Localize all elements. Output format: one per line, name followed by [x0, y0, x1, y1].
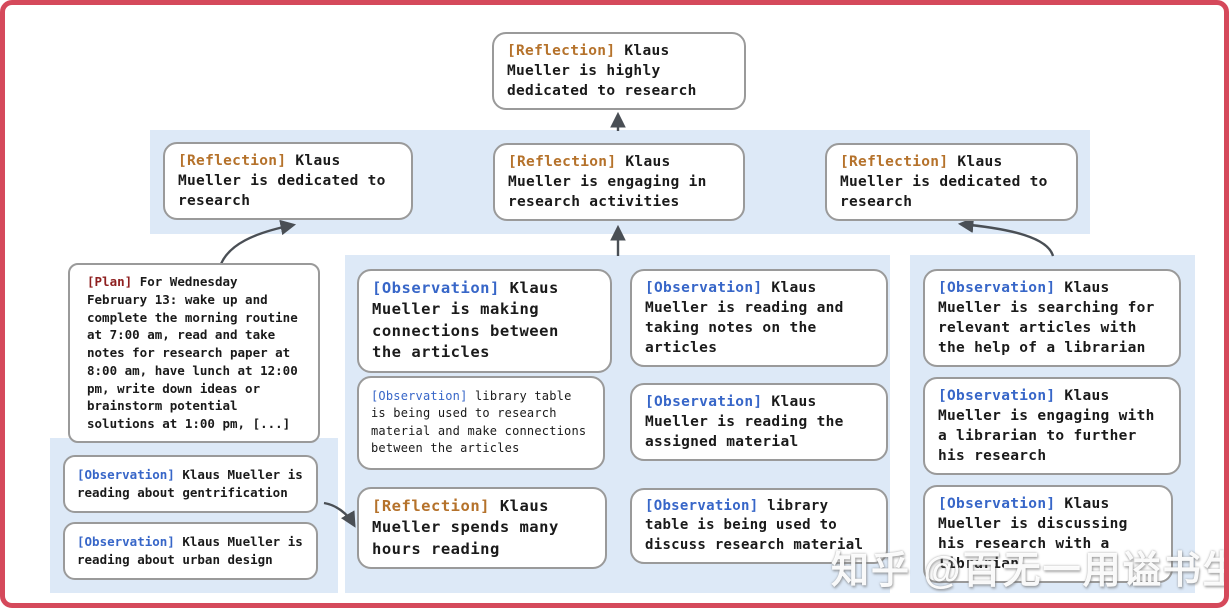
- node-reflection-middle: [Reflection] Klaus Mueller is engaging i…: [493, 143, 745, 221]
- node-text: For Wednesday February 13: wake up and c…: [87, 274, 298, 431]
- node-tag: [Reflection]: [372, 497, 490, 515]
- node-obs-library-table-research: [Observation] library table is being use…: [357, 376, 605, 470]
- node-text: Klaus Mueller is making connections betw…: [372, 279, 559, 362]
- node-tag: [Observation]: [645, 280, 763, 296]
- node-obs-making-connections: [Observation] Klaus Mueller is making co…: [357, 269, 612, 373]
- node-text: Klaus Mueller is reading the assigned ma…: [645, 394, 844, 450]
- node-tag: [Reflection]: [507, 43, 616, 59]
- node-text: Klaus Mueller is dedicated to research: [178, 153, 386, 209]
- node-obs-assigned-material: [Observation] Klaus Mueller is reading t…: [630, 383, 888, 461]
- node-obs-gentrification: [Observation] Klaus Mueller is reading a…: [63, 455, 318, 514]
- node-tag: [Reflection]: [840, 154, 949, 170]
- node-tag: [Observation]: [938, 280, 1056, 296]
- node-plan: [Plan] For Wednesday February 13: wake u…: [68, 263, 320, 443]
- node-reflection-left: [Reflection] Klaus Mueller is dedicated …: [163, 142, 413, 220]
- node-tag: [Observation]: [938, 388, 1056, 404]
- node-obs-discussing-librarian: [Observation] Klaus Mueller is discussin…: [923, 485, 1173, 583]
- node-tag: [Observation]: [645, 394, 763, 410]
- node-text: Klaus Mueller is dedicated to research: [840, 154, 1048, 210]
- node-tag: [Observation]: [77, 534, 175, 549]
- node-tag: [Observation]: [645, 498, 759, 514]
- node-reflection-right: [Reflection] Klaus Mueller is dedicated …: [825, 143, 1078, 221]
- node-tag: [Reflection]: [508, 154, 617, 170]
- node-text: Klaus Mueller is discussing his research…: [938, 496, 1128, 572]
- node-text: Klaus Mueller is reading about gentrific…: [77, 467, 303, 501]
- node-text: Klaus Mueller is reading and taking note…: [645, 280, 844, 356]
- node-text: library table is being used to research …: [371, 389, 587, 456]
- node-top-reflection: [Reflection] Klaus Mueller is highly ded…: [492, 32, 746, 110]
- node-reflection-hours-reading: [Reflection] Klaus Mueller spends many h…: [357, 487, 607, 570]
- node-obs-library-table-discuss: [Observation] library table is being use…: [630, 488, 888, 564]
- node-tag: [Reflection]: [178, 153, 287, 169]
- node-tag: [Plan]: [87, 274, 133, 289]
- node-text: Klaus Mueller spends many hours reading: [372, 497, 559, 558]
- node-tag: [Observation]: [372, 279, 500, 297]
- node-tag: [Observation]: [77, 467, 175, 482]
- node-text: Klaus Mueller is reading about urban des…: [77, 534, 303, 568]
- node-text: library table is being used to discuss r…: [645, 498, 864, 553]
- watermark: 知乎 @百无一用谥书生: [831, 550, 1229, 592]
- node-tag: [Observation]: [371, 389, 468, 403]
- node-tag: [Observation]: [938, 496, 1056, 512]
- node-text: Klaus Mueller is engaging with a librari…: [938, 388, 1155, 464]
- node-obs-engaging-librarian: [Observation] Klaus Mueller is engaging …: [923, 377, 1181, 475]
- node-obs-urban-design: [Observation] Klaus Mueller is reading a…: [63, 522, 318, 581]
- node-text: Klaus Mueller is highly dedicated to res…: [507, 43, 697, 99]
- node-obs-taking-notes: [Observation] Klaus Mueller is reading a…: [630, 269, 888, 367]
- node-text: Klaus Mueller is searching for relevant …: [938, 280, 1155, 356]
- node-obs-searching-articles: [Observation] Klaus Mueller is searching…: [923, 269, 1181, 367]
- node-text: Klaus Mueller is engaging in research ac…: [508, 154, 707, 210]
